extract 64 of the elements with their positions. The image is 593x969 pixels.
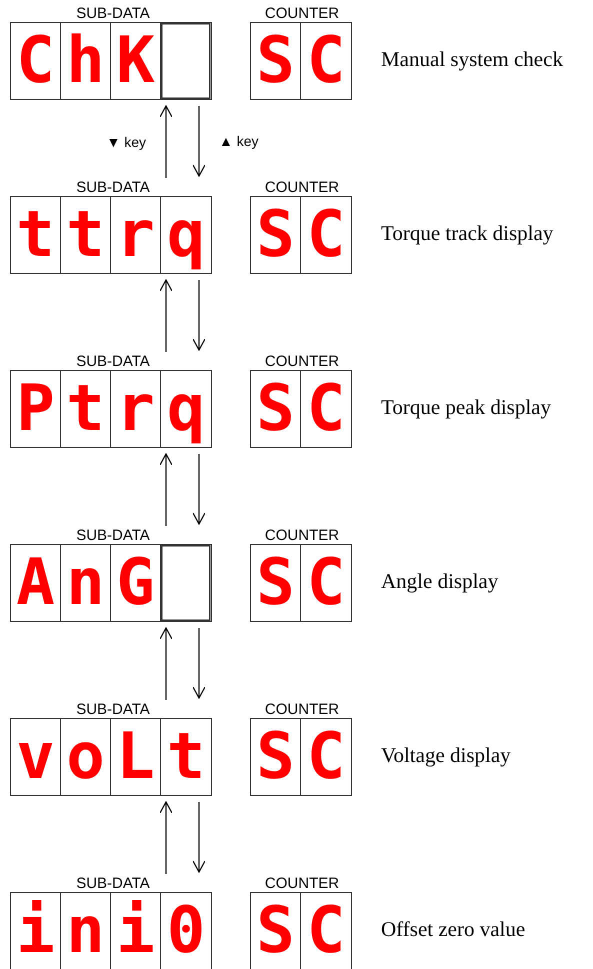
display-digit: q <box>161 197 211 273</box>
display-digit: 0 <box>161 893 211 969</box>
display-digit: t <box>61 197 111 273</box>
arrow <box>159 453 173 526</box>
key-label: ▲ key <box>219 133 259 149</box>
display-digit: C <box>301 371 351 447</box>
arrow <box>159 627 173 700</box>
arrow <box>159 801 173 874</box>
display-digit: t <box>161 719 211 795</box>
display-digit: C <box>11 23 61 99</box>
display-heading: COUNTER <box>264 876 340 892</box>
display-digit: n <box>61 893 111 969</box>
arrow <box>159 279 173 352</box>
display-digit: S <box>251 545 301 621</box>
display-digit: A <box>11 545 61 621</box>
mode-caption: Torque peak display <box>381 395 551 420</box>
display-digit: S <box>251 23 301 99</box>
arrow <box>192 802 206 873</box>
display-digit: C <box>301 197 351 273</box>
display-heading: COUNTER <box>264 702 340 718</box>
display-digit: i <box>11 893 61 969</box>
mode-caption: Torque track display <box>381 221 554 246</box>
display-heading: SUB-DATA <box>75 528 151 544</box>
display-digit: n <box>61 545 111 621</box>
mode-caption: Manual system check <box>381 47 563 72</box>
display-digit: v <box>11 719 61 795</box>
key-label: ▼ key <box>106 134 146 150</box>
display-heading: SUB-DATA <box>75 876 151 892</box>
display-heading: COUNTER <box>264 528 340 544</box>
display-digit: i <box>111 893 161 969</box>
display-digit: t <box>61 371 111 447</box>
display-heading: SUB-DATA <box>75 6 151 22</box>
display-digit: t <box>11 197 61 273</box>
display-digit: C <box>301 719 351 795</box>
display-digit: q <box>161 371 211 447</box>
display-heading: SUB-DATA <box>75 354 151 370</box>
display-digit: C <box>301 893 351 969</box>
arrow <box>192 280 206 351</box>
arrow <box>192 454 206 525</box>
display-digit: S <box>251 719 301 795</box>
blank-digit-cell <box>161 23 211 99</box>
display-digit: S <box>251 371 301 447</box>
display-digit: P <box>11 371 61 447</box>
display-heading: SUB-DATA <box>75 702 151 718</box>
display-digit: S <box>251 197 301 273</box>
display-digit: r <box>111 371 161 447</box>
display-heading: COUNTER <box>264 6 340 22</box>
display-digit: h <box>61 23 111 99</box>
arrow <box>159 105 173 178</box>
display-digit: r <box>111 197 161 273</box>
display-digit: C <box>301 545 351 621</box>
display-heading: COUNTER <box>264 180 340 196</box>
display-heading: COUNTER <box>264 354 340 370</box>
display-heading: SUB-DATA <box>75 180 151 196</box>
display-digit: C <box>301 23 351 99</box>
arrow <box>192 628 206 699</box>
mode-caption: Voltage display <box>381 743 511 768</box>
arrow <box>192 106 206 177</box>
blank-digit-cell <box>161 545 211 621</box>
display-digit: o <box>61 719 111 795</box>
display-digit: L <box>111 719 161 795</box>
mode-caption: Offset zero value <box>381 917 526 942</box>
display-digit: S <box>251 893 301 969</box>
mode-caption: Angle display <box>381 569 498 594</box>
